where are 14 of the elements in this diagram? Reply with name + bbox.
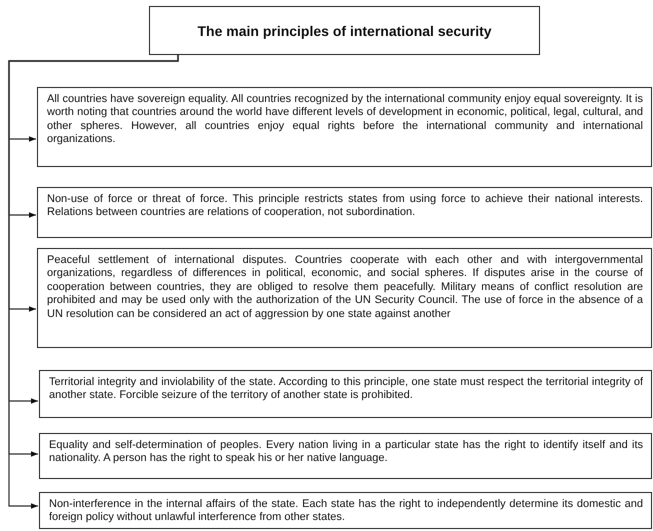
principle-box: [39, 370, 652, 418]
principle-box: [37, 87, 652, 167]
principle-text: All countries have sovereign equality. All countries recognized by the international community enjoy equal sovereignty. It is worth noting that countries around the world have different levels of development in economic, political, legal, cultural, and other spheres. However, all countries enjoy equal rights before the international community and international organizations.: [47, 93, 643, 147]
principle-box: [37, 187, 652, 238]
principle-box: [39, 433, 652, 479]
principle-text: Territorial integrity and inviolability of the state. According to this principle, one state must respect the territorial integrity of another state. Forcible seizure of the territory of another state is prohibited.: [49, 376, 643, 403]
principle-text: Equality and self-determination of peoples. Every nation living in a particular state has the right to identify itself and its nationality. A person has the right to speak his or her native language.: [49, 439, 643, 466]
principle-text: Non-interference in the internal affairs of the state. Each state has the right to independently determine its domestic and foreign policy without unlawful interference from other states.: [49, 498, 643, 525]
principle-box: [39, 492, 652, 529]
title: The main principles of international security: [197, 22, 492, 38]
principle-text: Non-use of force or threat of force. This principle restricts states from using force to achieve their national interests. Relations between countries are relations of cooperation, not subordination.: [47, 193, 643, 220]
principle-box: [37, 248, 652, 348]
title-box: [149, 6, 540, 55]
principle-text: Peaceful settlement of international disputes. Countries cooperate with each other and with intergovernmental organizations, regardless of differences in political, economic, and social spheres. If disputes arise in the course of cooperation between countries, they are obliged to resolve them peacefully. Military means of conflict resolution are prohibited and may be used only with the authorization of the UN Security Council. The use of force in the absence of a UN resolution can be considered an act of aggression by one state against another: [47, 254, 643, 322]
